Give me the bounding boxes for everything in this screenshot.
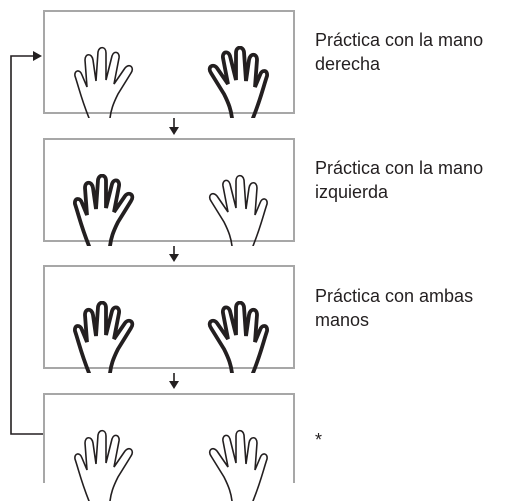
step-2-label: Práctica con la mano izquierda (315, 158, 484, 202)
step-box-both-hands (43, 265, 295, 373)
step-3-label: Práctica con ambas manos (315, 286, 474, 330)
left-hand-icon (73, 174, 135, 246)
left-hand-icon (74, 46, 134, 118)
right-hand-icon (207, 46, 269, 118)
right-hand-icon (207, 301, 269, 373)
down-arrow-head-2 (169, 254, 179, 262)
step-box-right-hand (43, 10, 295, 118)
right-hand-icon (208, 174, 268, 246)
loop-back-connector (10, 55, 43, 435)
practice-flow-diagram: Práctica con la mano derecha Práctica co… (10, 10, 484, 501)
right-hand-icon (208, 429, 268, 501)
down-arrow-head-1 (169, 127, 179, 135)
flow-connectors (10, 51, 179, 435)
step-4-label: * (315, 430, 323, 450)
step-box-left-hand (43, 138, 295, 246)
down-arrow-head-3 (169, 381, 179, 389)
step-1-label: Práctica con la mano derecha (315, 30, 484, 74)
left-hand-icon (73, 301, 135, 373)
left-hand-icon (74, 429, 134, 501)
step-box-free (43, 393, 295, 501)
loop-arrow-head (33, 51, 42, 61)
